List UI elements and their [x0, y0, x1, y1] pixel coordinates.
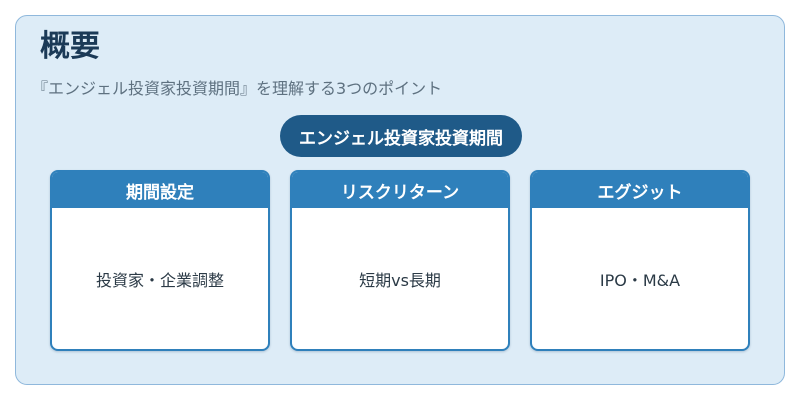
point-card-heading: エグジット: [597, 182, 683, 203]
point-card-heading: リスクリターン: [340, 182, 460, 203]
point-card-text: 投資家・企業調整: [95, 270, 224, 290]
point-card-header: リスクリターン: [292, 172, 508, 208]
point-card-period-setting: 期間設定 投資家・企業調整: [50, 170, 270, 351]
central-topic-label: エンジェル投資家投資期間: [299, 128, 503, 149]
point-card-body: IPO・M&A: [532, 208, 748, 349]
point-card-exit: エグジット IPO・M&A: [530, 170, 750, 351]
point-card-header: 期間設定: [52, 172, 268, 208]
point-card-risk-return: リスクリターン 短期vs長期: [290, 170, 510, 351]
point-card-header: エグジット: [532, 172, 748, 208]
central-topic-pill: エンジェル投資家投資期間: [280, 115, 522, 157]
overview-subtitle: 『エンジェル投資家投資期間』を理解する3つのポイント: [32, 79, 443, 98]
point-card-text: IPO・M&A: [599, 270, 681, 290]
overview-title: 概要: [40, 29, 100, 64]
point-card-heading: 期間設定: [126, 182, 194, 203]
point-card-text: 短期vs長期: [359, 270, 441, 290]
point-card-body: 短期vs長期: [292, 208, 508, 349]
point-card-body: 投資家・企業調整: [52, 208, 268, 349]
